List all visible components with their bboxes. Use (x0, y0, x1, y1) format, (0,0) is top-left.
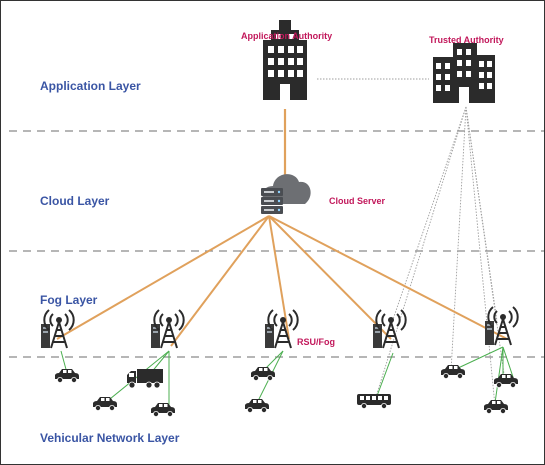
car-icon (493, 373, 519, 389)
layer-label-cloud: Cloud Layer (40, 194, 110, 208)
car-icon (440, 364, 466, 380)
cloud-server-label: Cloud Server (329, 196, 386, 206)
car-icon (150, 402, 176, 418)
trusted-authority-links (374, 106, 506, 407)
bus-icon (356, 393, 392, 410)
cloud-rsu-links (56, 215, 508, 347)
truck-icon (126, 368, 164, 389)
layer-label-application: Application Layer (40, 79, 141, 93)
layer-label-fog: Fog Layer (40, 293, 98, 307)
layer-label-vehicular: Vehicular Network Layer (40, 431, 180, 445)
trusted-authority-label: Trusted Authority (429, 35, 504, 45)
car-icon (483, 399, 509, 415)
rsu-tower-icon (372, 309, 407, 349)
cloud-server-icon (261, 174, 311, 214)
car-icon (244, 398, 270, 414)
application-authority-label: Application Authority (241, 31, 333, 41)
rsu-tower-icon (40, 309, 75, 349)
rsu-fog-label: RSU/Fog (297, 337, 335, 347)
rsu-tower-icon (264, 309, 299, 349)
rsu-tower-icon (150, 309, 185, 349)
rsu-tower-icon (484, 306, 519, 346)
car-icon (92, 396, 118, 412)
trusted-authority-icon (433, 43, 495, 103)
car-icon (54, 368, 80, 384)
car-icon (250, 366, 276, 382)
